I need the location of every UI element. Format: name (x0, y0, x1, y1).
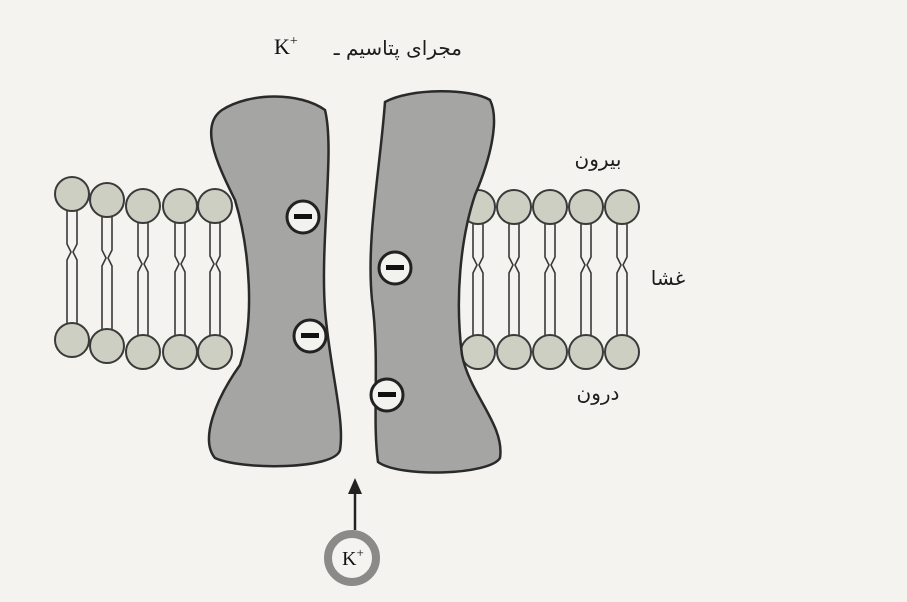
lipid-head-top (569, 190, 603, 224)
lipid-head-bottom (198, 335, 232, 369)
negative-charge-1 (287, 201, 319, 233)
lipid-head-bottom (461, 335, 495, 369)
lipid-head-top (533, 190, 567, 224)
label-outside: بیرون (575, 147, 622, 171)
lipid-head-bottom (55, 323, 89, 357)
lipid-head-top (198, 189, 232, 223)
lipid-head-bottom (533, 335, 567, 369)
lipid-head-top (605, 190, 639, 224)
negative-charge-2 (294, 320, 326, 352)
lipid-head-top (126, 189, 160, 223)
lipid-head-bottom (163, 335, 197, 369)
negative-charge-4 (371, 379, 403, 411)
potassium-ion: K+ (328, 534, 376, 582)
channel-title: مجرای پتاسیم ـ (333, 36, 462, 61)
lipid-head-bottom (90, 329, 124, 363)
lipid-head-top (90, 183, 124, 217)
lipid-head-top (497, 190, 531, 224)
lipid-head-bottom (569, 335, 603, 369)
lipid-head-bottom (126, 335, 160, 369)
lipid-head-top (163, 189, 197, 223)
lipid-head-bottom (497, 335, 531, 369)
label-inside: درون (577, 381, 620, 405)
label-membrane: غشا (651, 266, 685, 290)
lipid-head-bottom (605, 335, 639, 369)
lipid-head-top (55, 177, 89, 211)
negative-charge-3 (379, 252, 411, 284)
